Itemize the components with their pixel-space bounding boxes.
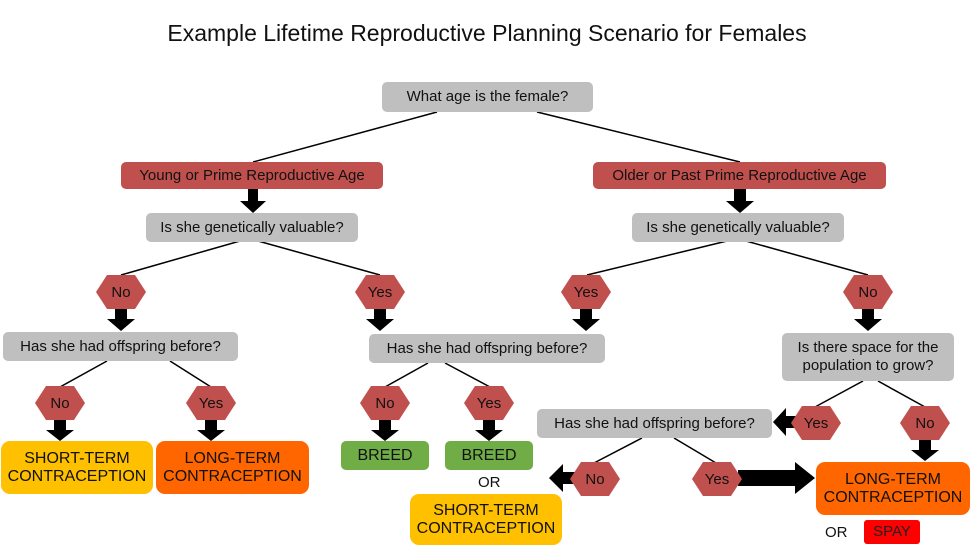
answer-yes-hexagon: Yes xyxy=(561,275,611,309)
young-age-box: Young or Prime Reproductive Age xyxy=(121,162,383,189)
arrow-right-icon xyxy=(738,462,815,494)
connector-line xyxy=(673,437,717,464)
answer-no-hexagon: No xyxy=(900,406,950,440)
connector-line xyxy=(814,380,864,408)
answer-yes-hexagon: Yes xyxy=(186,386,236,420)
answer-no-hexagon: No xyxy=(35,386,85,420)
arrow-down-icon xyxy=(46,418,74,441)
connector-line xyxy=(745,240,869,276)
or-label: OR xyxy=(825,524,848,541)
answer-no-hexagon: No xyxy=(843,275,893,309)
older-genetic-question-box: Is she genetically valuable? xyxy=(632,213,844,242)
root-question-box: What age is the female? xyxy=(382,82,593,112)
answer-yes-hexagon: Yes xyxy=(692,462,742,496)
connector-line xyxy=(169,360,212,388)
long-term-contraception-outcome: LONG-TERM CONTRACEPTION xyxy=(156,441,309,494)
breed-outcome: BREED xyxy=(445,441,533,470)
answer-yes-hexagon: Yes xyxy=(791,406,841,440)
arrow-left-icon xyxy=(773,408,797,436)
arrow-down-icon xyxy=(371,418,399,441)
older-offspring-question-box: Has she had offspring before? xyxy=(537,409,772,438)
arrow-down-icon xyxy=(726,189,754,213)
young-genetic-question-box: Is she genetically valuable? xyxy=(146,213,358,242)
connector-line xyxy=(536,111,741,163)
diagram-title: Example Lifetime Reproductive Planning S… xyxy=(167,20,807,46)
connector-line xyxy=(120,240,241,276)
long-term-contraception-outcome: LONG-TERM CONTRACEPTION xyxy=(816,462,970,515)
connector-line xyxy=(586,240,728,276)
connector-line xyxy=(444,362,491,388)
connector-line xyxy=(252,111,438,163)
or-label: OR xyxy=(478,474,501,491)
connector-line xyxy=(257,240,381,276)
answer-no-hexagon: No xyxy=(570,462,620,496)
connector-line xyxy=(384,362,429,388)
answer-no-hexagon: No xyxy=(96,275,146,309)
arrow-down-icon xyxy=(854,307,882,331)
short-term-contraception-outcome: SHORT-TERM CONTRACEPTION xyxy=(410,494,562,545)
arrow-down-icon xyxy=(475,418,503,441)
arrow-left-icon xyxy=(549,464,575,492)
arrow-down-icon xyxy=(240,189,266,213)
answer-no-hexagon: No xyxy=(360,386,410,420)
short-term-contraception-outcome: SHORT-TERM CONTRACEPTION xyxy=(1,441,153,494)
young-no-offspring-question-box: Has she had offspring before? xyxy=(3,332,238,361)
older-age-box: Older or Past Prime Reproductive Age xyxy=(593,162,886,189)
arrow-down-icon xyxy=(911,439,939,461)
spay-outcome: SPAY xyxy=(864,520,920,544)
arrow-down-icon xyxy=(197,418,225,441)
connector-line xyxy=(877,380,926,408)
breed-outcome: BREED xyxy=(341,441,429,470)
young-yes-offspring-question-box: Has she had offspring before? xyxy=(369,334,605,363)
answer-yes-hexagon: Yes xyxy=(464,386,514,420)
arrow-down-icon xyxy=(366,307,394,331)
connector-line xyxy=(59,360,108,388)
arrow-down-icon xyxy=(107,307,135,331)
space-to-grow-question-box: Is there space for the population to gro… xyxy=(782,333,954,381)
answer-yes-hexagon: Yes xyxy=(355,275,405,309)
arrow-down-icon xyxy=(572,307,600,331)
connector-line xyxy=(593,437,643,464)
